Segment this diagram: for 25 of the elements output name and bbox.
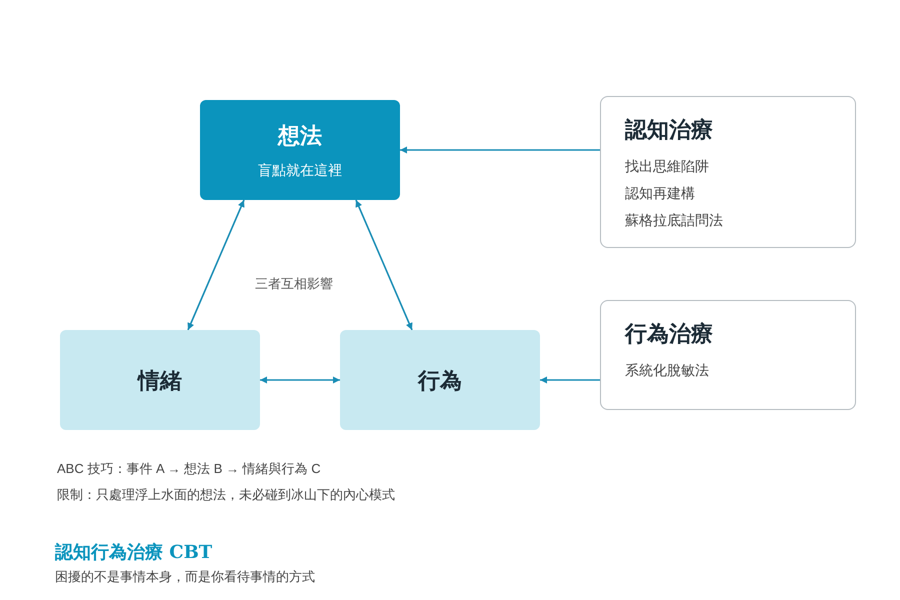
box-title: 行為 [418, 366, 462, 394]
box-subtitle: 盲點就在這裡 [258, 161, 342, 180]
list-item: 找出思維陷阱 [625, 157, 710, 176]
footer-title: 認知行為治療 CBT [55, 541, 212, 565]
box-title: 情緒 [138, 366, 182, 394]
process-box [60, 330, 260, 430]
card-heading: 認知治療 [625, 116, 714, 144]
list-item: 認知再建構 [625, 184, 696, 203]
list-item: 蘇格拉底詰問法 [625, 211, 724, 230]
arrow [540, 376, 600, 384]
note-text: 限制：只處理浮上水面的想法，未必碰到冰山下的內心模式 [57, 486, 395, 504]
list-item: 系統化脫敏法 [625, 361, 710, 380]
footer-caption: 困擾的不是事情本身，而是你看待事情的方式 [55, 568, 315, 586]
arrow [355, 200, 413, 330]
therapy-card [600, 300, 856, 410]
box-title: 想法 [278, 122, 322, 150]
note-text: ABC 技巧：事件 A → 想法 B → 情緒與行為 C [57, 460, 321, 478]
arrow [260, 376, 340, 384]
therapy-card [600, 96, 856, 248]
arrow [400, 146, 600, 154]
card-heading: 行為治療 [625, 320, 714, 348]
concept-box [200, 100, 400, 200]
arrow [187, 200, 245, 330]
center-note: 三者互相影響 [255, 275, 333, 293]
process-box [340, 330, 540, 430]
